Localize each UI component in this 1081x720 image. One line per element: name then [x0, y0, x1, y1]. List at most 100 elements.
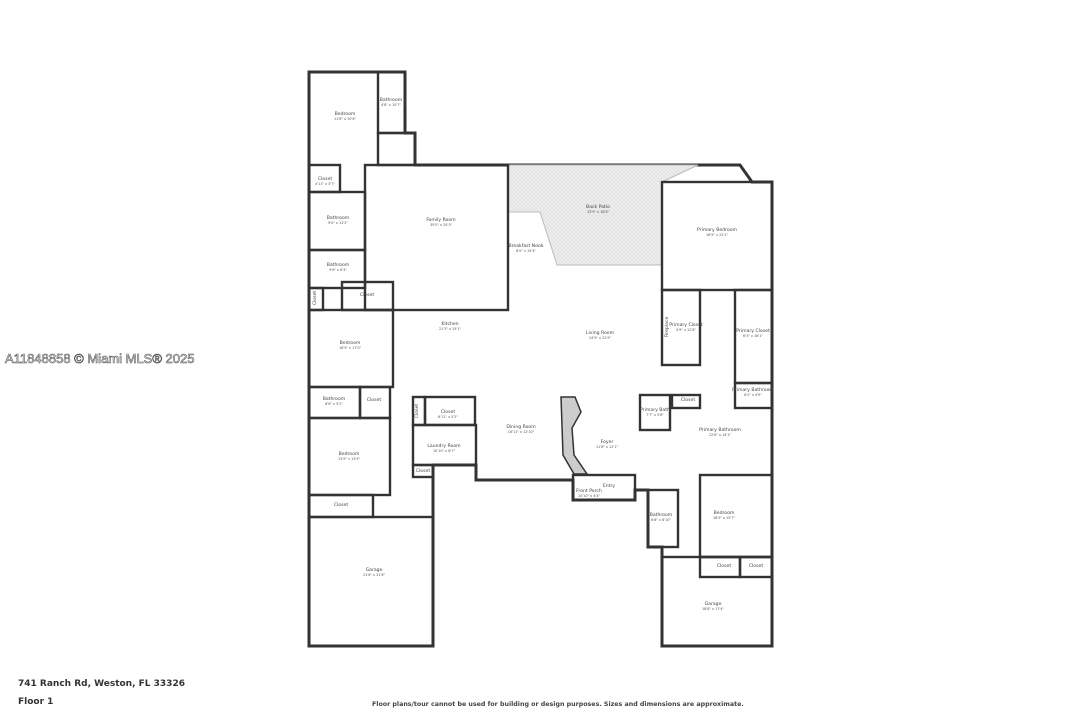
- room-wall: [698, 473, 774, 559]
- room-dimensions: 11'8" x 12'1": [596, 445, 619, 449]
- room-name: Fireplace: [664, 317, 670, 338]
- room-name: Front Porch: [576, 488, 602, 494]
- room-dimensions: 16'9" x 22'1": [706, 233, 729, 237]
- room-dimensions: 6'11" x 5'2": [438, 415, 458, 419]
- room-name: Closet: [312, 291, 318, 306]
- room-dimensions: 8'0" x 15'4": [516, 249, 536, 253]
- room-name: Primary Bathroom: [699, 427, 741, 433]
- room-wall: [376, 131, 417, 167]
- room-dimensions: 6'8" x 8'10": [651, 518, 671, 522]
- room-dimensions: 10'10" x 4'4": [578, 494, 601, 498]
- room-name: Closet: [749, 563, 764, 569]
- room-name: Primary Bath: [640, 407, 670, 413]
- watermark: A11848858 © Miami MLS® 2025: [5, 351, 195, 367]
- room-wall: [733, 381, 774, 410]
- room-label: Closet: [334, 502, 349, 508]
- room-dimensions: 13'9" x 13'9": [338, 457, 361, 461]
- fireplace-hearth: [560, 396, 589, 475]
- room-label: Closet: [360, 292, 375, 298]
- room-name: Bedroom: [340, 340, 361, 346]
- room-dimensions: 4'9" x 12'8": [676, 328, 696, 332]
- room-dimensions: 21'3" x 15'1": [439, 327, 462, 331]
- room-dimensions: 4'8" x 10'7": [381, 103, 401, 107]
- disclaimer: Floor plans/tour cannot be used for buil…: [372, 701, 744, 708]
- room-name: Closet: [318, 176, 333, 182]
- room-label: Closet: [414, 404, 420, 419]
- room-dimensions: 4'11" x 3'7": [315, 182, 335, 186]
- room-name: Breakfast Nook: [508, 243, 543, 249]
- room-wall: [660, 555, 774, 648]
- room-name: Kitchen: [441, 321, 458, 327]
- interior-walls: [307, 70, 774, 648]
- property-address: 741 Ranch Rd, Weston, FL 33326: [18, 679, 185, 689]
- room-label: Closet: [312, 291, 318, 306]
- room-name: Closet: [416, 468, 431, 474]
- room-wall: [411, 463, 435, 479]
- room-label: Entry: [603, 483, 616, 489]
- room-dimensions: 9'0" x 11'2": [328, 221, 348, 225]
- room-dimensions: 18'5" x 15'7": [713, 516, 736, 520]
- room-name: Closet: [414, 404, 420, 419]
- room-dimensions: 22'8" x 14'1": [709, 433, 732, 437]
- room-dimensions: 7'7" x 5'8": [646, 413, 664, 417]
- room-name: Foyer: [601, 439, 614, 445]
- room-name: Dining Room: [506, 424, 536, 430]
- room-label: Fireplace: [664, 317, 670, 338]
- room-wall: [571, 473, 637, 502]
- room-label: Closet: [749, 563, 764, 569]
- room-dimensions: 18'8" x 17'4": [702, 607, 725, 611]
- room-dimensions: 35'0" x 20'3": [430, 223, 453, 227]
- room-wall: [660, 288, 702, 367]
- room-name: Primary Closet: [736, 328, 770, 334]
- room-dimensions: 33'9" x 18'8": [587, 210, 610, 214]
- room-dimensions: 16'5" x 17'0": [339, 346, 362, 350]
- room-wall: [670, 393, 702, 410]
- room-name: Garage: [705, 601, 722, 607]
- room-name: Bedroom: [335, 111, 356, 117]
- room-name: Closet: [441, 409, 456, 415]
- room-name: Closet: [367, 397, 382, 403]
- room-name: Bathroom: [650, 512, 673, 518]
- room-name: Primary Bathroom: [732, 387, 774, 393]
- back-patio-area: [507, 164, 699, 266]
- room-wall: [646, 488, 680, 549]
- room-wall: [411, 423, 478, 467]
- room-name: Family Room: [426, 217, 456, 223]
- room-name: Primary Closet: [669, 322, 703, 328]
- room-wall: [363, 163, 510, 312]
- floor-label: Floor 1: [18, 697, 54, 707]
- room-name: Closet: [717, 563, 732, 569]
- room-label: Closet: [717, 563, 732, 569]
- room-dimensions: 6'3" x 16'1": [743, 334, 763, 338]
- room-wall: [307, 515, 435, 648]
- room-name: Bathroom: [323, 396, 346, 402]
- room-dimensions: 6'2" x 4'9": [744, 393, 762, 397]
- room-wall: [638, 393, 672, 432]
- room-dimensions: 8'6" x 5'2": [325, 402, 343, 406]
- room-name: Bedroom: [339, 451, 360, 457]
